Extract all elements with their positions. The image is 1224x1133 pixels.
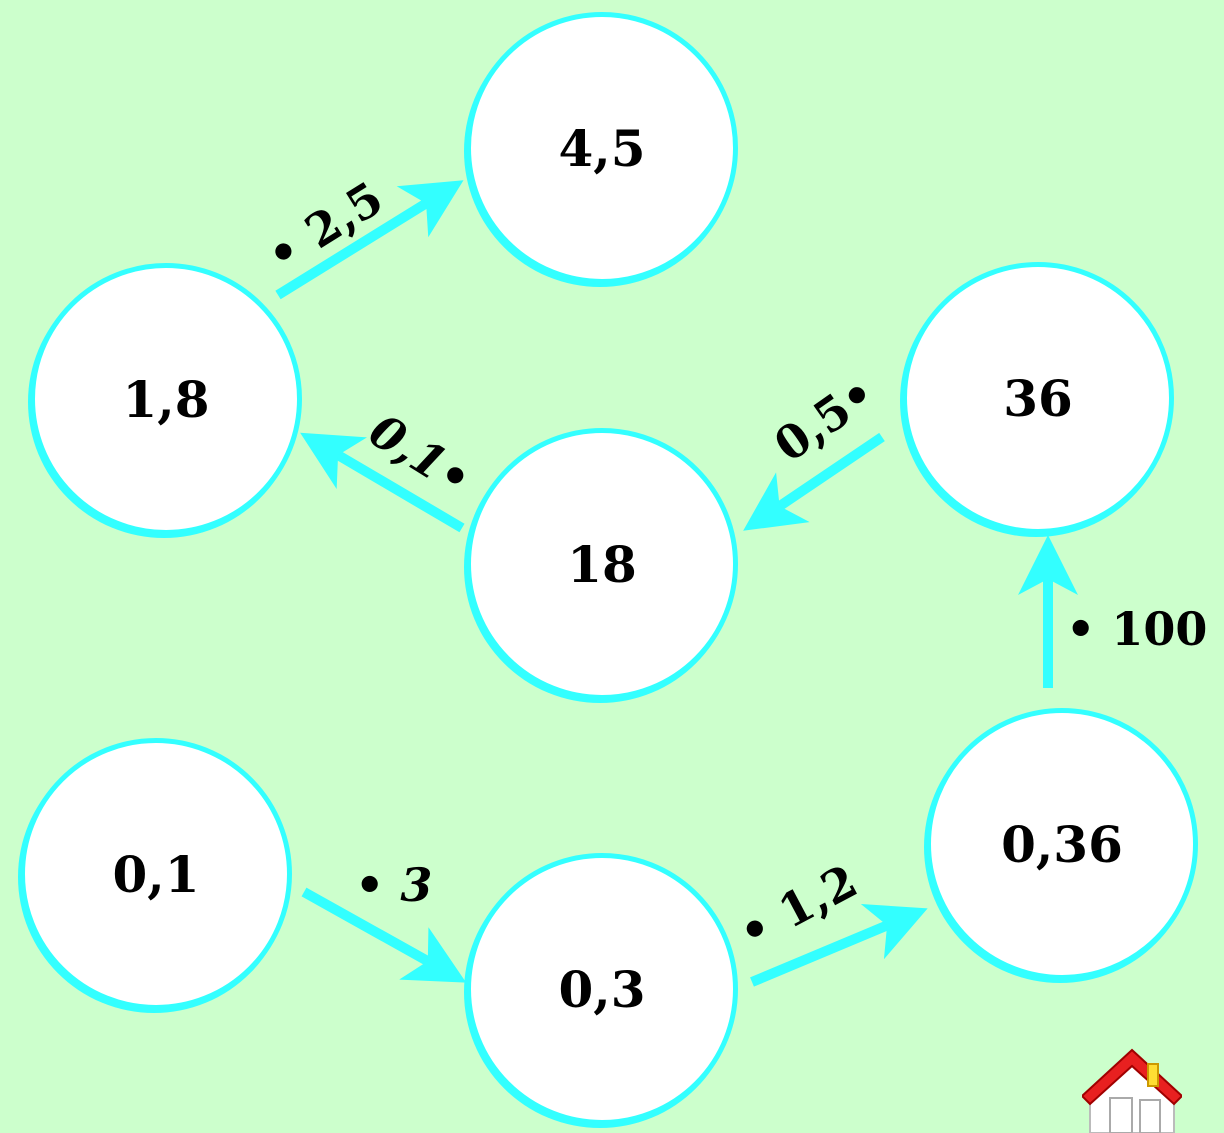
arrow-18-to-1.8: [300, 432, 465, 533]
node-36-label: 36: [1003, 368, 1073, 428]
node-18: 18: [466, 428, 738, 700]
node-0-3: 0,3: [466, 853, 738, 1125]
node-0-1: 0,1: [20, 738, 292, 1010]
edge-label-3: • 3: [355, 858, 433, 912]
arrow-0.1-to-0.3: [301, 887, 467, 983]
node-1-8: 1,8: [30, 263, 302, 535]
node-4-5: 4,5: [466, 12, 738, 284]
home-icon[interactable]: [1082, 1046, 1182, 1133]
node-36: 36: [902, 262, 1174, 534]
node-4-5-label: 4,5: [558, 118, 646, 178]
node-1-8-label: 1,8: [122, 369, 210, 429]
arrow-36-to-18: [743, 432, 885, 531]
node-0-1-label: 0,1: [112, 844, 200, 904]
arrow-0.3-to-0.36: [750, 903, 928, 987]
node-0-36: 0,36: [926, 708, 1198, 980]
node-18-label: 18: [567, 534, 637, 594]
arrow-1.8-to-4.5: [275, 180, 464, 300]
node-0-36-label: 0,36: [1001, 814, 1123, 874]
edge-label-100: • 100: [1066, 602, 1208, 656]
node-0-3-label: 0,3: [558, 959, 646, 1019]
